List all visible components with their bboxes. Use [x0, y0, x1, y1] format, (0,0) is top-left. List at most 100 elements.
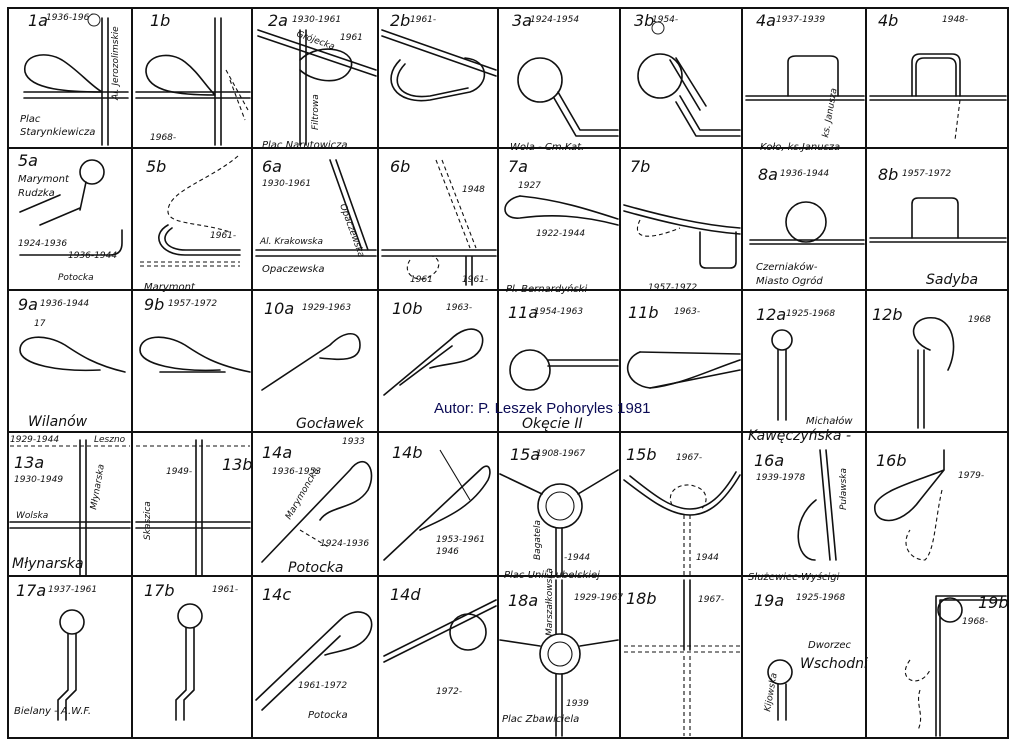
cell-9a: 9a 1936-1944 17 Wilanów: [18, 295, 126, 430]
cell-label: Wschodni: [800, 656, 868, 672]
cell-14b: 14b 1953-1961 1946: [383, 443, 491, 561]
cell-years: 1936-1944: [40, 299, 89, 309]
cell-1a: 1a 1936-1968 Al. Jerozolimskie Plac Star…: [20, 11, 129, 146]
cell-12b: 12b 1968: [872, 305, 991, 429]
cell-number: 5b: [146, 157, 166, 176]
cell-years: 1937-1961: [48, 585, 97, 595]
cell-number: 5a: [18, 151, 38, 170]
cell-number: 14d: [390, 585, 421, 604]
cell-label: Czerniaków-: [756, 261, 818, 273]
cell-14a: 14a 1933 1936-1953 Marymoncka 1924-1936 …: [261, 437, 373, 576]
cell-16b: 16b 1979-: [874, 449, 984, 561]
cell-number: 1a: [28, 11, 48, 30]
cell-years: 1933: [342, 437, 365, 447]
cell-8b: 8b 1957-1972 Sadyba: [869, 165, 1007, 288]
cell-label: Marymont: [18, 174, 70, 185]
cell-3b: 3b 1954-: [634, 11, 741, 137]
cell-street: Filtrowa: [311, 94, 321, 130]
cell-years: 17: [34, 319, 46, 329]
cell-number: 6a: [262, 157, 282, 176]
cell-years: 1930-1961: [292, 15, 341, 25]
author-credit: Autor: P. Leszek Pohoryles 1981: [434, 400, 651, 417]
cell-years: 1972-: [436, 687, 462, 697]
cell-11b: 11b 1963-: [626, 303, 741, 389]
cell-years: 1979-: [958, 471, 984, 481]
cell-years: 1925-1968: [796, 593, 845, 603]
cell-number: 13a: [14, 453, 44, 472]
cell-years: 1968-: [150, 133, 176, 143]
cell-years: 1929-1967: [574, 593, 623, 603]
cell-label: Okęcie II: [522, 416, 583, 432]
cell-label: Potocka: [308, 710, 348, 721]
cell-label: Potocka: [288, 560, 343, 576]
cell-years: 1922-1944: [536, 229, 585, 239]
cell-number: 11b: [628, 303, 659, 322]
cell-15b: 15b 1967- 1944: [623, 445, 741, 575]
cell-2b: 2b 1961-: [381, 11, 497, 102]
cell-years: 1939: [566, 699, 589, 709]
cell-years: 1961-: [462, 275, 488, 285]
cell-number: 19b: [978, 593, 1009, 612]
cell-years: 1948-: [942, 15, 968, 25]
cell-13b: 13b 1949- Skaszica: [135, 439, 253, 576]
cell-number: 2b: [390, 11, 410, 30]
cell-number: 3a: [512, 11, 532, 30]
cell-10a: 10a 1929-1963 Gocławek: [261, 299, 365, 432]
cell-years: 1936-1953: [272, 467, 321, 477]
cell-number: 3b: [634, 11, 654, 30]
cell-years: 1946: [436, 547, 459, 557]
cell-number: 8a: [758, 165, 778, 184]
cell-6a: 6a 1930-1961 Opaczewska Al. Krakowska Op…: [255, 157, 377, 275]
cell-15a: 15a 1908-1967 Bagatela -1944 Plac Unii L…: [499, 445, 619, 581]
cell-number: 18a: [508, 591, 538, 610]
cell-number: 10b: [392, 299, 423, 318]
cell-years: 1954-1963: [534, 307, 583, 317]
cell-years: 1961-: [210, 231, 236, 241]
cell-16a: 16a 1939-1978 Puławska Służewiec-Wyścigi: [748, 449, 849, 583]
cell-19b: 19b 1968-: [904, 593, 1009, 737]
cell-number: 13b: [222, 455, 253, 474]
cell-street: Leszno: [94, 435, 126, 445]
cell-years: 1927: [518, 181, 541, 191]
cell-street: Bagatela: [533, 520, 543, 560]
cell-number: 15b: [626, 445, 657, 464]
cell-years: 1930-1949: [14, 475, 63, 485]
cell-number: 10a: [264, 299, 294, 318]
cell-13a: 1929-1944 Leszno 13a 1930-1949 Młynarska…: [9, 435, 131, 576]
cell-11a: 11a 1954-1963 Okęcie II: [508, 303, 619, 432]
cell-years: 1961: [410, 275, 433, 285]
cell-years: 1924-1936: [18, 239, 67, 249]
cell-number: 11a: [508, 303, 538, 322]
cell-years: 1954-: [652, 15, 678, 25]
cell-label: Sadyba: [926, 272, 978, 288]
cell-years: 1937-1939: [776, 15, 825, 25]
cell-street: Wolska: [16, 511, 48, 521]
cell-18b: 18b 1967-: [624, 579, 740, 736]
cell-street: Młynarska: [89, 463, 107, 510]
cell-years: 1968: [968, 315, 991, 325]
cell-years: 1939-1978: [756, 473, 805, 483]
cell-18a: 18a 1929-1967 Marszałkowska 1939 Plac Zb…: [499, 568, 623, 737]
cell-years: 1936-1968: [46, 13, 95, 23]
cell-5a: 5a Marymont Rudzka 1924-1936 1936-1944 P…: [18, 151, 123, 283]
cell-number: 7b: [630, 157, 650, 176]
cell-street: Al. Jerozolimskie: [111, 26, 121, 101]
cell-number: 15a: [510, 445, 540, 464]
cell-years: 1968-: [962, 617, 988, 627]
cell-17a: 17a 1937-1961 Bielany - A.W.F.: [14, 581, 97, 721]
cell-years: 1957-1972: [168, 299, 217, 309]
cell-7b: 7b 1957-1972: [623, 157, 741, 293]
cell-years: 1948: [462, 185, 485, 195]
cell-years: 1908-1967: [536, 449, 585, 459]
cell-label: Plac Unii Lubelskiej: [504, 570, 600, 581]
cell-label: Miasto Ogród: [756, 275, 823, 287]
cell-years: 1936-1944: [780, 169, 829, 179]
cell-years: 1944: [696, 553, 719, 563]
cell-number: 14b: [392, 443, 423, 462]
cell-number: 16b: [876, 451, 907, 470]
cell-label: Michałów: [806, 415, 853, 427]
cell-label: Wola - Cm.Kat.: [510, 142, 584, 153]
cell-12a: 12a 1925-1968 Michałów Kawęczyńska -: [748, 305, 853, 444]
